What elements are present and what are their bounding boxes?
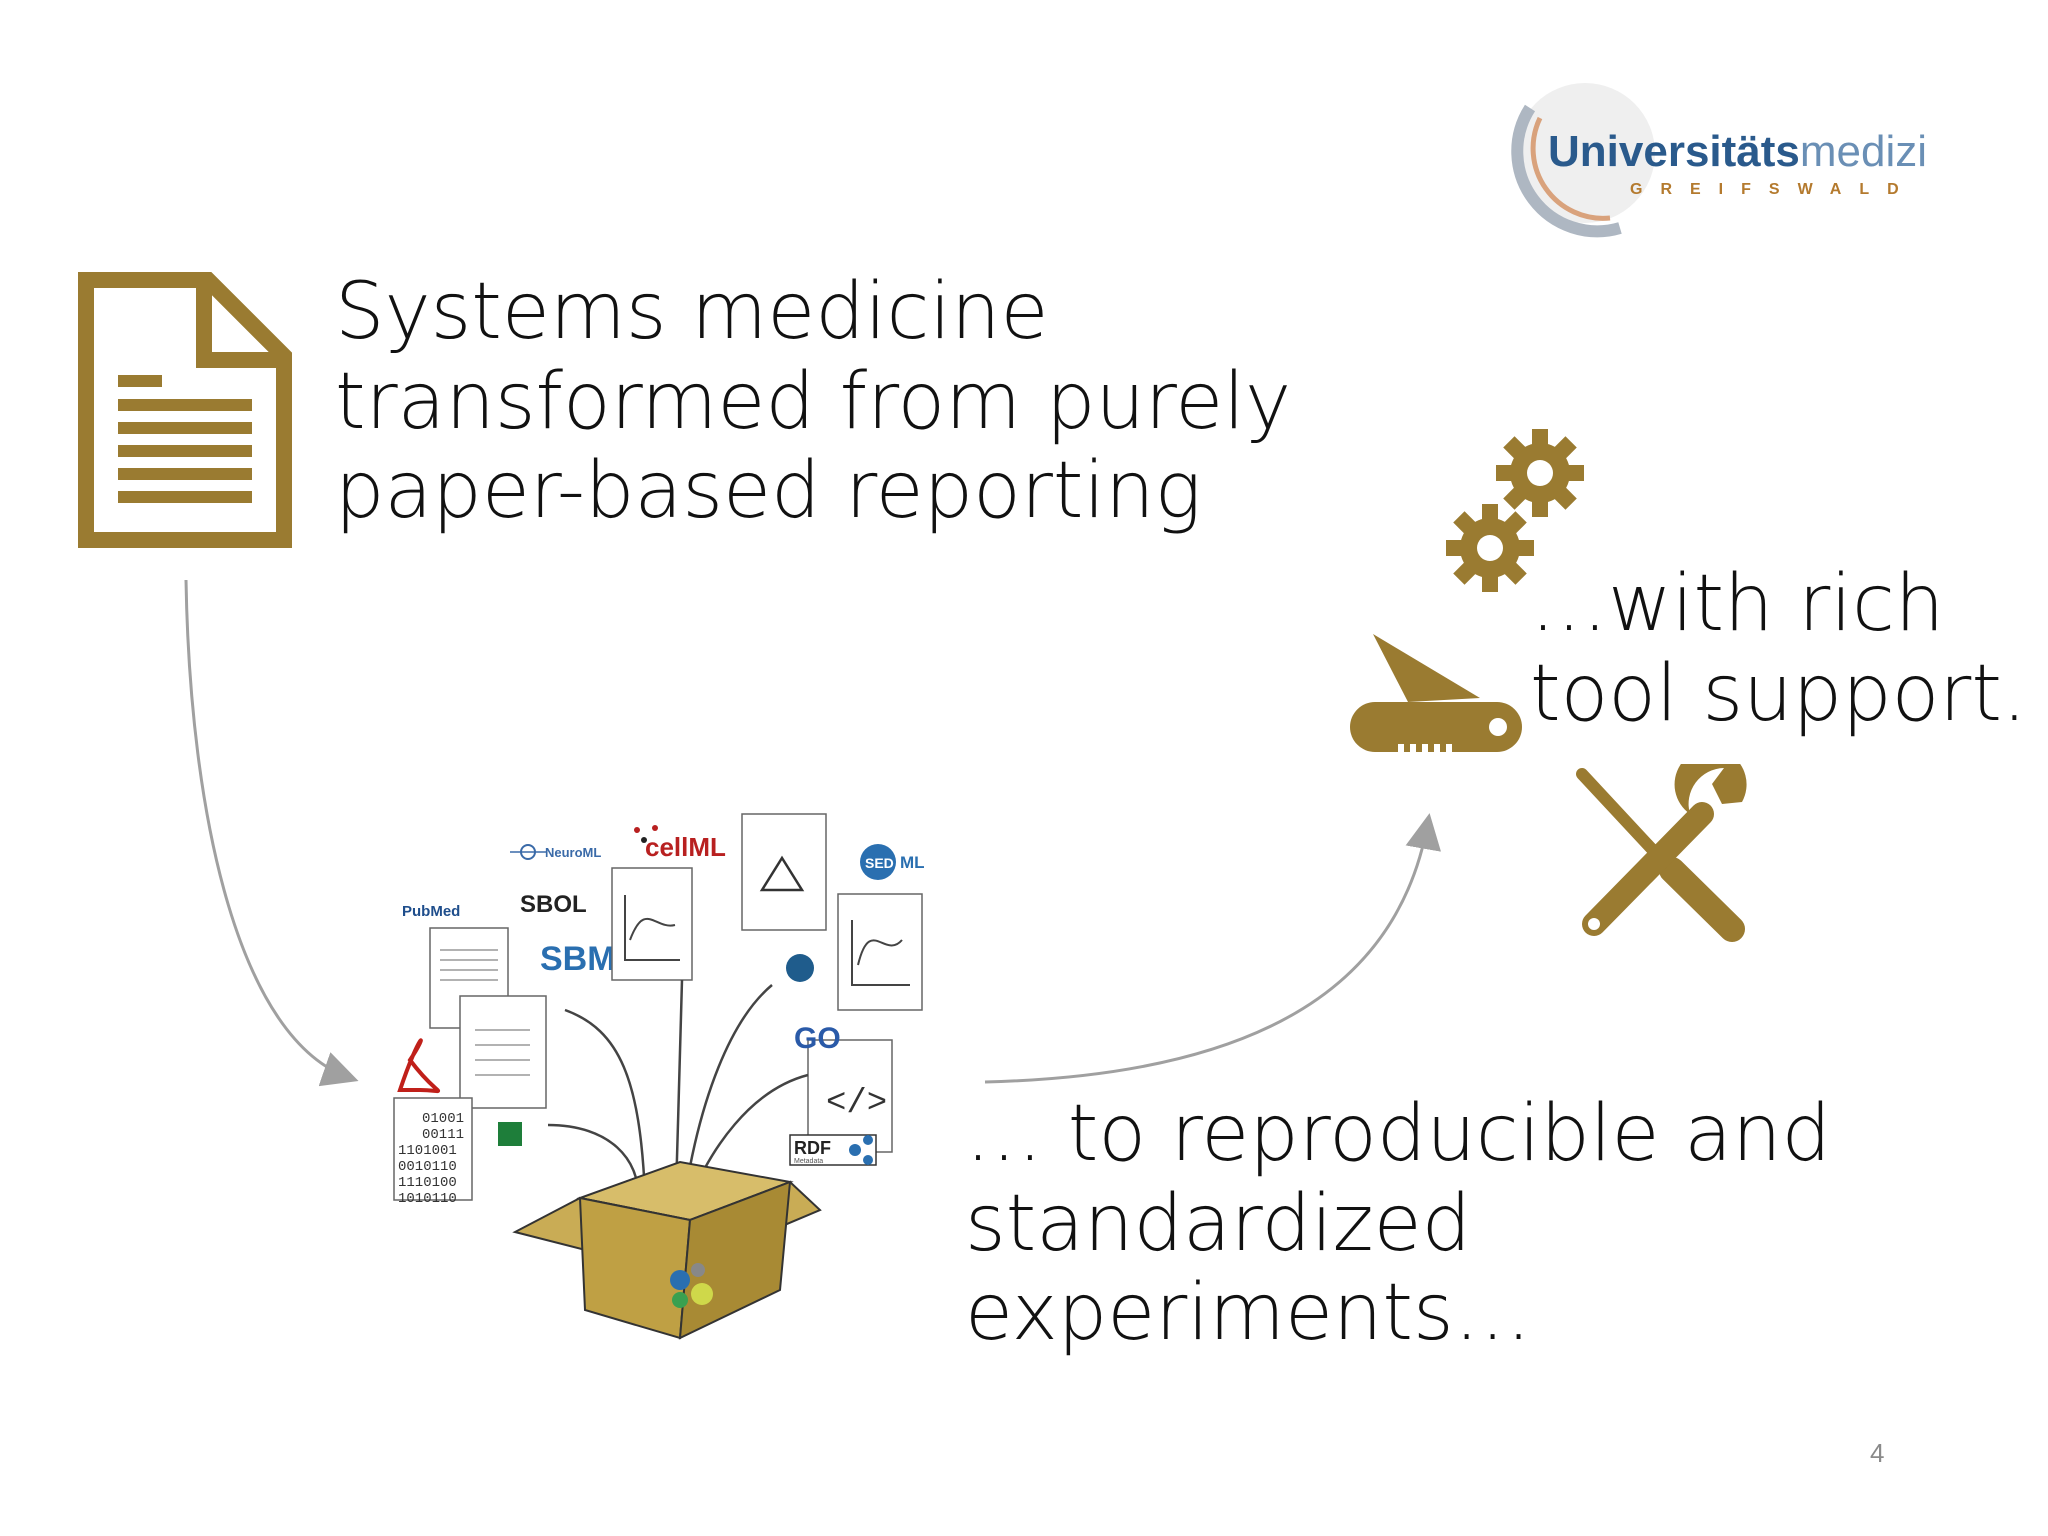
svg-text:SED: SED: [865, 855, 894, 871]
go-logo: GO: [794, 1022, 841, 1055]
wrench-screwdriver-icon: [1576, 764, 1747, 942]
cellml-logo: cellML: [634, 825, 726, 862]
code-icon: </>: [826, 1085, 887, 1123]
reproducibility-text: … to reproducible and standardized exper…: [965, 1089, 1832, 1359]
pdf-icon: [397, 1038, 441, 1094]
pubmed-logo: PubMed: [402, 903, 460, 920]
svg-text:01001: 01001: [422, 1111, 464, 1127]
tools-text: …with rich tool support.: [1530, 559, 2027, 739]
document-icon: [78, 272, 292, 548]
logo-main: Universitäts: [1548, 127, 1800, 176]
svg-text:NeuroML: NeuroML: [545, 845, 601, 860]
sbol-logo: SBOL: [520, 891, 587, 918]
slide-number: 4: [1870, 1438, 1885, 1468]
archive-box: [512, 1160, 822, 1340]
gears-icon: [1446, 429, 1584, 592]
pocket-knife-icon: [1350, 634, 1522, 752]
slide-title: Systems medicine transformed from purely…: [335, 267, 1292, 537]
svg-text:Metadata: Metadata: [794, 1158, 823, 1165]
svg-text:0010110: 0010110: [398, 1159, 457, 1175]
arrow-paper-to-box: [184, 579, 359, 1087]
svg-text:ML: ML: [900, 853, 925, 872]
svg-text:Universitätsmedizin: Universitätsmedizin: [1548, 127, 1930, 176]
arrow-box-to-tools: [984, 813, 1441, 1084]
neuroml-logo: NeuroML: [510, 844, 601, 860]
university-logo: Universitätsmedizin GREIFSWALD: [1511, 83, 1930, 238]
svg-text:RDF: RDF: [794, 1138, 831, 1158]
binary-document: 01001 00111 1101001 0010110 1110100 1010…: [398, 1111, 464, 1207]
sedml-logo: SED ML: [860, 844, 925, 880]
rdf-logo: RDF Metadata: [789, 1134, 877, 1166]
svg-text:1101001: 1101001: [398, 1143, 457, 1159]
svg-text:1010110: 1010110: [398, 1191, 457, 1207]
svg-text:1110100: 1110100: [398, 1175, 457, 1191]
svg-text:00111: 00111: [422, 1127, 464, 1143]
excel-icon: [498, 1122, 522, 1146]
logo-city: GREIFSWALD: [1630, 181, 1917, 198]
logo-sub: medizin: [1800, 127, 1930, 176]
svg-text:cellML: cellML: [645, 832, 726, 862]
kisao-logo: [786, 954, 814, 982]
standards-collage: NeuroML cellML PubMed SBOL SBML SED ML <…: [393, 813, 925, 1340]
